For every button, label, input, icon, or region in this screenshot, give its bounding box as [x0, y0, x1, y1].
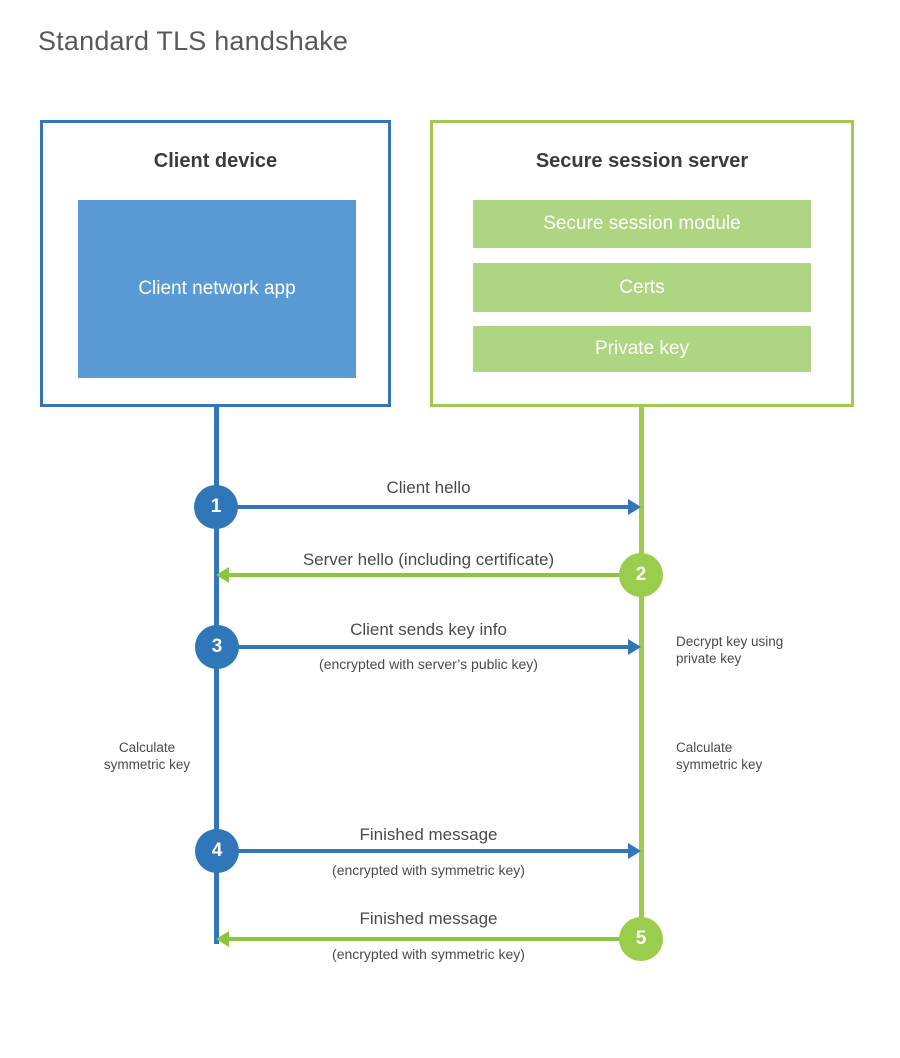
step-5-sublabel: (encrypted with symmetric key)	[332, 946, 525, 962]
server-block-private-key: Private key	[473, 326, 811, 372]
step-1-label: Client hello	[386, 478, 471, 497]
step-3-label: Client sends key info	[350, 620, 507, 639]
step-5-marker: 5	[619, 917, 663, 961]
step-4-label: Finished message	[359, 825, 498, 844]
step-5-label: Finished message	[359, 909, 498, 928]
page-title: Standard TLS handshake	[38, 26, 349, 56]
client-network-app-block: Client network app	[78, 200, 356, 378]
step-5-arrow-head-icon	[216, 931, 229, 947]
note-client-calculate-symmetric-key: Calculate symmetric key	[103, 740, 191, 772]
note-server-calculate-symmetric-key: Calculate symmetric key	[676, 740, 763, 772]
secure-session-server-title: Secure session server	[535, 150, 749, 172]
client-device-box: Client device Client network app	[40, 120, 391, 407]
secure-session-server-box: Secure session server Secure session mod…	[430, 120, 854, 407]
server-lifeline	[639, 404, 644, 941]
step-4-arrow-line	[216, 849, 630, 853]
step-3-sublabel: (encrypted with server’s public key)	[319, 656, 538, 672]
client-lifeline	[214, 404, 219, 944]
step-1-arrow-head-icon	[628, 499, 641, 515]
step-3-arrow-head-icon	[628, 639, 641, 655]
server-block-certs: Certs	[473, 263, 811, 312]
step-1-arrow-line	[216, 505, 630, 509]
step-2-label: Server hello (including certificate)	[302, 550, 555, 569]
step-4-arrow-head-icon	[628, 843, 641, 859]
note-decrypt-key: Decrypt key using private key	[676, 634, 784, 666]
step-4-marker: 4	[195, 829, 239, 873]
step-3-marker: 3	[195, 625, 239, 669]
step-1-marker: 1	[194, 485, 238, 529]
step-5-arrow-line	[229, 937, 641, 941]
step-3-arrow-line	[216, 645, 630, 649]
client-device-title: Client device	[153, 150, 278, 172]
step-4-sublabel: (encrypted with symmetric key)	[332, 862, 525, 878]
step-2-arrow-line	[229, 573, 641, 577]
server-block-secure-session-module: Secure session module	[473, 200, 811, 248]
step-2-arrow-head-icon	[216, 567, 229, 583]
step-2-marker: 2	[619, 553, 663, 597]
